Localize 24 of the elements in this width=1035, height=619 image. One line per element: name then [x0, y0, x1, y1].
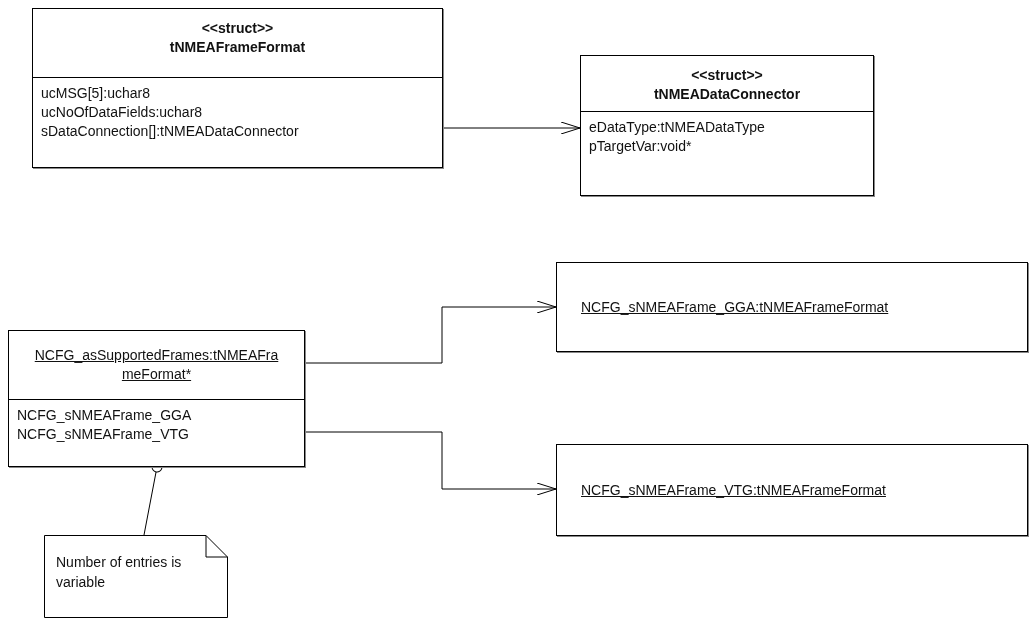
- association-arrow: [442, 121, 581, 135]
- class-name: tNMEAFrameFormat: [169, 38, 306, 57]
- object-name: NCFG_sNMEAFrame_VTG:tNMEAFrameFormat: [581, 480, 886, 500]
- class-box: [32, 8, 443, 168]
- attribute-text: ucNoOfDataFields:uchar8: [41, 103, 204, 122]
- note: [44, 535, 228, 618]
- object-box: [556, 262, 1028, 352]
- object-name: NCFG_sNMEAFrame_GGA:tNMEAFrameFormat: [581, 297, 889, 317]
- attribute-text: sDataConnection[]:tNMEADataConnector: [41, 122, 300, 141]
- attribute-text: ucMSG[5]:uchar8: [41, 84, 151, 103]
- association-arrow: [304, 300, 557, 364]
- class-box: [580, 55, 874, 196]
- object-box: [556, 444, 1028, 536]
- stereotype-label: <<struct>>: [691, 66, 763, 85]
- object-name: NCFG_asSupportedFrames:tNMEAFrameFormat*: [33, 346, 280, 384]
- stereotype-label: <<struct>>: [201, 19, 274, 38]
- attribute-text: eDataType:tNMEADataType: [589, 118, 766, 137]
- association-arrow: [304, 431, 557, 496]
- slot-value: NCFG_sNMEAFrame_VTG: [17, 425, 190, 444]
- attribute-text: pTargetVar:void*: [589, 137, 693, 156]
- note-text: Number of entries is variable: [56, 553, 183, 592]
- slot-value: NCFG_sNMEAFrame_GGA: [17, 406, 193, 425]
- object-box: [8, 330, 305, 467]
- class-name: tNMEADataConnector: [653, 85, 801, 104]
